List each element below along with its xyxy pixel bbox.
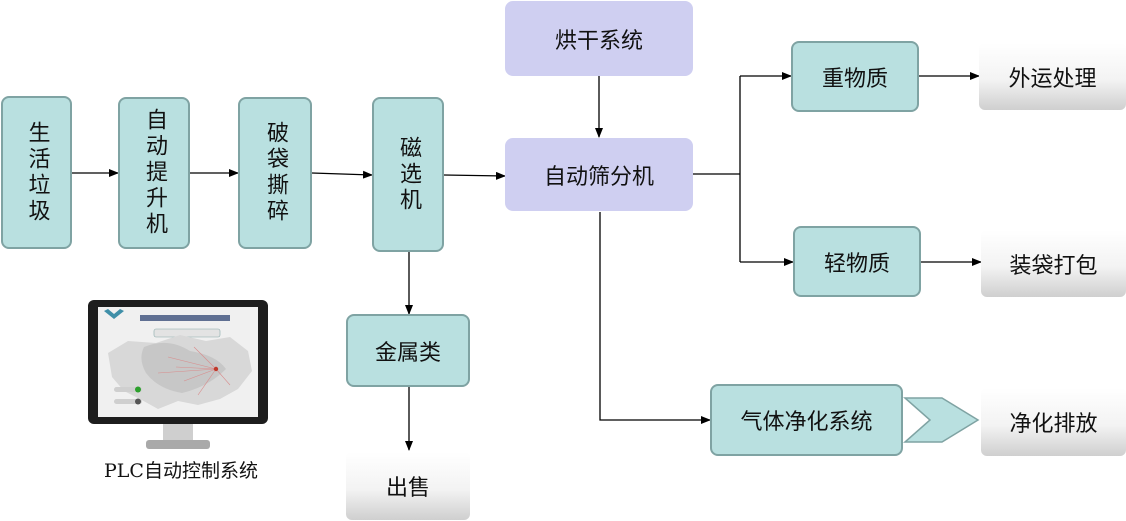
auto-lifter-label: 自动提升机 [142,108,167,238]
arrow-breaker-to-magnetic [311,170,373,179]
magnetic-separator-label: 磁选机 [396,135,421,214]
bagging-label: 装袋打包 [1009,253,1098,279]
auto-lifter-box: 自动提升机 [118,97,190,249]
sale-box: 出售 [346,452,470,520]
heavy-matter-box: 重物质 [791,41,919,112]
arrow-magnetic-to-screener [443,171,506,180]
magnetic-separator-box: 磁选机 [372,97,444,252]
domestic-waste-label: 生活垃圾 [24,120,50,225]
bag-breaker-label: 破袋撕碎 [263,121,288,225]
drying-system-box: 烘干系统 [505,1,693,76]
chevron-arrow-icon [903,397,980,443]
gas-purification-label: 气体净化系统 [740,410,873,435]
monitor-base [146,440,210,449]
monitor-stand [163,424,193,440]
sale-label: 出售 [385,476,430,501]
drying-system-label: 烘干系统 [554,28,643,54]
external-disposal-box: 外运处理 [979,43,1126,110]
metals-box: 金属类 [346,314,470,387]
arrow-screener-to-gas [599,212,711,424]
purified-discharge-box: 净化排放 [981,388,1126,456]
plc-caption: PLC自动控制系统 [104,460,258,482]
light-matter-label: 轻物质 [823,251,890,277]
auto-screener-label: 自动筛分机 [543,164,654,190]
light-matter-box: 轻物质 [793,226,921,297]
auto-screener-box: 自动筛分机 [505,138,693,211]
domestic-waste-box: 生活垃圾 [1,96,72,249]
purified-discharge-label: 净化排放 [1009,412,1098,437]
bagging-box: 装袋打包 [981,230,1126,297]
monitor-screen-image [98,307,258,417]
heavy-matter-label: 重物质 [821,66,888,92]
gas-purification-box: 气体净化系统 [710,384,903,456]
metals-label: 金属类 [374,340,441,366]
screen-map-graphic [98,307,258,417]
external-disposal-label: 外运处理 [1008,66,1097,92]
bag-breaker-box: 破袋撕碎 [238,97,312,249]
monitor-frame [88,300,268,424]
plc-monitor-illustration [88,300,268,452]
